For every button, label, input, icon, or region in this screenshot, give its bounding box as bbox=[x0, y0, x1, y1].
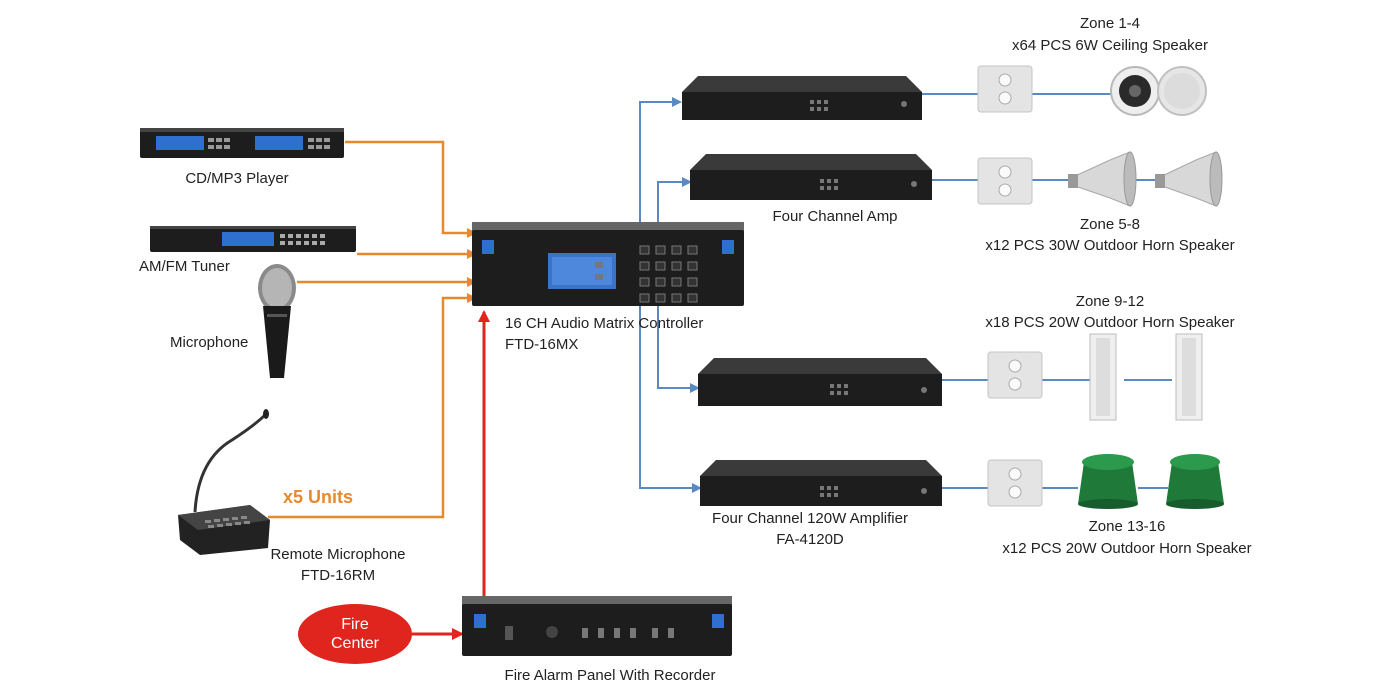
zone3-desc: x18 PCS 20W Outdoor Horn Speaker bbox=[985, 314, 1235, 331]
output-links bbox=[639, 93, 1172, 493]
cd-player-label: CD/MP3 Player bbox=[185, 170, 289, 187]
microphone-label: Microphone bbox=[170, 334, 249, 351]
link-remote-mic bbox=[268, 293, 477, 519]
remote-mic-units-label: x5 Units bbox=[283, 487, 354, 507]
tuner-label: AM/FM Tuner bbox=[139, 258, 230, 275]
ceiling-speaker-icon bbox=[1110, 66, 1207, 116]
zone1-desc: x64 PCS 6W Ceiling Speaker bbox=[1012, 37, 1208, 54]
controller-label: 16 CH Audio Matrix Controller bbox=[505, 315, 704, 332]
controller-model: FTD-16MX bbox=[505, 336, 579, 353]
fire-alarm-panel-device bbox=[462, 596, 732, 656]
link-cd-player bbox=[345, 140, 477, 238]
horn-speaker-icon bbox=[1068, 151, 1223, 207]
zone2-desc: x12 PCS 30W Outdoor Horn Speaker bbox=[985, 237, 1235, 254]
fire-center-label: Fire Center bbox=[298, 615, 412, 653]
link-amp4 bbox=[639, 305, 702, 493]
garden-speaker-icon bbox=[1078, 454, 1224, 509]
fire-center-badge bbox=[298, 604, 412, 664]
volume-control-zone-1 bbox=[977, 65, 1033, 113]
fire-links bbox=[412, 310, 490, 640]
volume-control-zone-2 bbox=[977, 157, 1033, 205]
cd-player-device bbox=[140, 128, 344, 158]
link-amp2 bbox=[657, 177, 692, 228]
fire-center-line2: Center bbox=[330, 635, 380, 652]
volume-control-zone-3 bbox=[987, 351, 1043, 399]
fire-panel-label: Fire Alarm Panel With Recorder bbox=[504, 667, 716, 684]
amp4-model: FA-4120D bbox=[776, 531, 844, 548]
volume-control-zone-4 bbox=[987, 459, 1043, 507]
zone3-title: Zone 9-12 bbox=[1075, 293, 1145, 310]
amplifier-1 bbox=[682, 76, 922, 120]
remote-microphone-device bbox=[178, 409, 270, 555]
zone4-title: Zone 13-16 bbox=[1088, 518, 1166, 535]
remote-mic-label: Remote Microphone bbox=[270, 546, 406, 563]
amp2-label: Four Channel Amp bbox=[772, 208, 898, 225]
microphone-device bbox=[258, 264, 296, 378]
source-links bbox=[268, 140, 477, 519]
amplifier-2 bbox=[690, 154, 932, 200]
amplifier-4 bbox=[700, 460, 942, 506]
matrix-controller-device bbox=[472, 222, 744, 306]
amplifier-3 bbox=[698, 358, 942, 406]
remote-mic-model: FTD-16RM bbox=[300, 567, 376, 584]
tuner-device bbox=[150, 226, 356, 252]
amp4-label: Four Channel 120W Amplifier bbox=[712, 510, 908, 527]
zone2-title: Zone 5-8 bbox=[1079, 216, 1141, 233]
link-amp1 bbox=[639, 97, 682, 228]
link-amp3 bbox=[657, 305, 700, 393]
zone1-title: Zone 1-4 bbox=[1079, 15, 1141, 32]
zone4-desc: x12 PCS 20W Outdoor Horn Speaker bbox=[1002, 540, 1252, 557]
fire-center-line1: Fire bbox=[341, 616, 369, 633]
column-speaker-icon bbox=[1089, 333, 1203, 421]
